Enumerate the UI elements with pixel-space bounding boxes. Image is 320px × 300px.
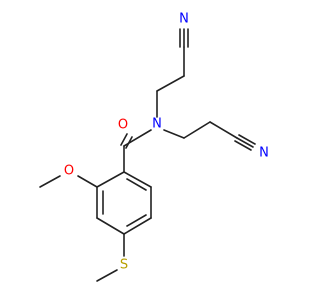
bond-nitrile-right-1 xyxy=(234,140,252,151)
bond-ring-3-4 xyxy=(123,217,152,235)
bond-carbonyl-n xyxy=(123,129,152,147)
bond-ring-inner-b xyxy=(126,214,147,227)
bond-ring-inner-a xyxy=(126,178,147,191)
bond-carbonyl-double-a xyxy=(120,133,128,146)
bond-s-ch3 xyxy=(96,269,118,282)
bond-nitrile-right-3 xyxy=(238,134,256,145)
bond-ring-1-2 xyxy=(123,171,152,188)
molecule-structure: O N N N O S xyxy=(39,12,269,282)
bond-n-ch2-right xyxy=(163,129,185,139)
bond-ch2-ch2-up xyxy=(156,75,185,92)
bond-ring-4-5 xyxy=(96,217,125,235)
bond-ring-o-methoxy xyxy=(77,175,98,188)
atom-labels: O N N N O S xyxy=(64,12,269,273)
atom-n-amide: N xyxy=(152,117,162,132)
bonds xyxy=(39,28,256,282)
bond-o-ch3-methoxy xyxy=(39,175,61,188)
atom-n-nitrile-top: N xyxy=(179,12,189,27)
bond-ring-6-1 xyxy=(96,171,125,188)
bond-ch2-cn-right xyxy=(209,121,238,139)
atom-s-thioether: S xyxy=(120,258,128,273)
bond-nitrile-right-2 xyxy=(236,137,254,148)
bond-ch2-ch2-right xyxy=(183,121,211,139)
atom-o-carbonyl: O xyxy=(118,118,128,133)
atom-n-nitrile-right: N xyxy=(259,146,269,161)
atom-o-methoxy: O xyxy=(64,164,74,179)
